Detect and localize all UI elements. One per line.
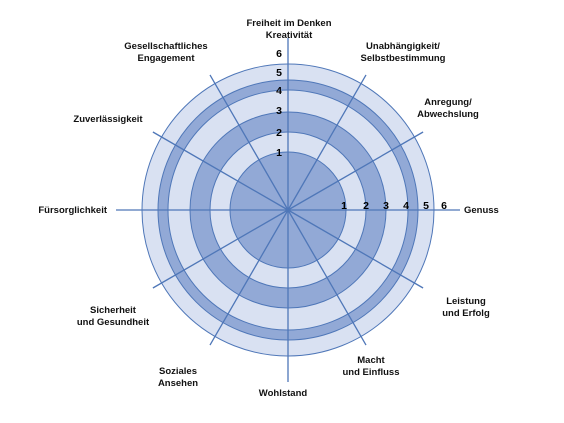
label-line: Selbstbestimmung (361, 53, 446, 64)
label-axis-anregung: Anregung/Abwechslung (417, 97, 479, 120)
label-axis-zuverlaessigkeit: Zuverlässigkeit (73, 114, 143, 125)
label-line: und Erfolg (442, 308, 490, 319)
spoke-axis-leistung (287, 209, 424, 289)
ring-number-horizontal-4: 4 (403, 200, 409, 212)
ring-number-vertical-5: 5 (276, 67, 282, 79)
label-line: Gesellschaftliches (124, 41, 207, 52)
label-axis-genuss: Genuss (464, 205, 499, 216)
ring-number-vertical-3: 3 (276, 105, 282, 117)
spoke-axis-sicherheit (152, 209, 289, 289)
ring-number-horizontal-1: 1 (341, 200, 347, 212)
label-line: Zuverlässigkeit (73, 114, 143, 125)
spoke-axis-anregung (287, 131, 424, 211)
label-axis-fuersorglichkeit: Fürsorglichkeit (38, 205, 107, 216)
label-line: Fürsorglichkeit (38, 205, 107, 216)
label-line: Wohlstand (259, 388, 308, 399)
label-axis-unabhaengigkeit: Unabhängigkeit/Selbstbestimmung (361, 41, 446, 64)
label-line: Macht (357, 355, 385, 366)
spoke-axis-soziales-ansehen (209, 209, 289, 346)
label-line: Engagement (137, 53, 195, 64)
spokes-layer (116, 38, 460, 382)
label-line: Freiheit im Denken (247, 18, 332, 29)
spoke-axis-zuverlaessigkeit (152, 131, 289, 211)
label-line: und Gesundheit (77, 317, 150, 328)
spoke-axis-macht (287, 209, 367, 346)
ring-number-vertical-1: 1 (276, 147, 282, 159)
label-line: Anregung/ (424, 97, 472, 108)
ring-number-horizontal-3: 3 (383, 200, 389, 212)
spoke-axis-unabhaengigkeit (287, 74, 367, 211)
label-line: Soziales (159, 366, 197, 377)
ring-number-vertical-4: 4 (276, 85, 282, 97)
label-line: Unabhängigkeit/ (366, 41, 440, 52)
ring-number-vertical-2: 2 (276, 127, 282, 139)
label-line: Kreativität (266, 30, 313, 41)
label-line: Sicherheit (90, 305, 137, 316)
ring-number-horizontal-6: 6 (441, 200, 447, 212)
label-axis-wohlstand: Wohlstand (259, 388, 308, 399)
label-line: Leistung (446, 296, 486, 307)
spoke-axis-gesellschaftliches-engagement (209, 74, 289, 211)
label-line: Ansehen (158, 378, 198, 389)
label-line: Abwechslung (417, 109, 479, 120)
ring-number-horizontal-2: 2 (363, 200, 369, 212)
ring-number-horizontal-5: 5 (423, 200, 429, 212)
label-line: und Einfluss (343, 367, 400, 378)
ring-number-vertical-6: 6 (276, 48, 282, 60)
label-line: Genuss (464, 205, 499, 216)
